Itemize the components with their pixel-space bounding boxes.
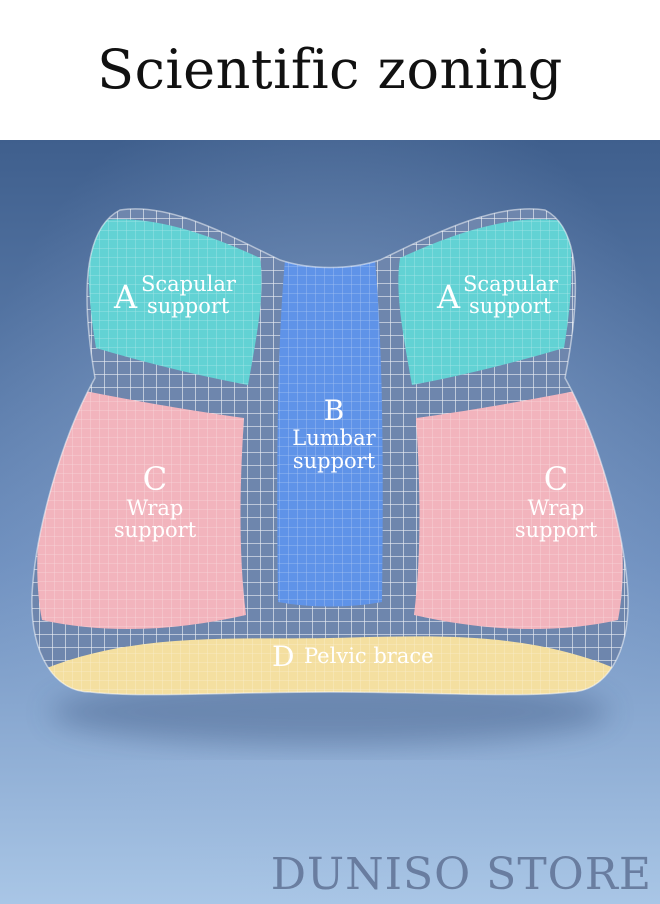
zone-c-right-letter: C <box>544 460 568 498</box>
zone-c-left-label: C Wrap support <box>114 460 197 542</box>
zone-b-line1: Lumbar <box>292 426 376 450</box>
zone-b-label: B Lumbar support <box>292 394 376 473</box>
zone-a-left-letter: A <box>113 278 138 316</box>
zone-a-left-label: A Scapular support <box>113 272 237 318</box>
cushion-illustration: A Scapular support A Scapular support B … <box>0 140 660 904</box>
cushion-scene: A Scapular support A Scapular support B … <box>0 140 660 904</box>
zone-a-right-label: A Scapular support <box>436 272 559 318</box>
zone-d-letter: D <box>272 640 294 673</box>
zone-c-right-label: C Wrap support <box>515 460 598 542</box>
zone-d-text: Pelvic brace <box>304 644 434 668</box>
zone-d-label: D Pelvic brace <box>272 640 434 673</box>
zone-a-right-letter: A <box>436 278 461 316</box>
zone-b-letter: B <box>324 394 345 427</box>
zone-c-left-line1: Wrap <box>127 496 184 520</box>
zone-a-right-line2: support <box>469 294 552 318</box>
header: Scientific zoning <box>0 0 660 140</box>
zone-c-left-letter: C <box>143 460 167 498</box>
zone-c-left-line2: support <box>114 518 197 542</box>
zone-c-right-line1: Wrap <box>528 496 585 520</box>
page-title: Scientific zoning <box>97 38 563 101</box>
cushion-outline <box>31 208 629 696</box>
zone-b-line2: support <box>293 449 376 473</box>
zone-a-left-line2: support <box>147 294 230 318</box>
zone-a-right-line1: Scapular <box>463 272 559 296</box>
zone-a-left-line1: Scapular <box>141 272 237 296</box>
cushion-shadow <box>50 678 610 746</box>
cushion-body <box>31 208 629 695</box>
zone-c-right-line2: support <box>515 518 598 542</box>
store-watermark: DUNISO STORE <box>270 849 652 900</box>
